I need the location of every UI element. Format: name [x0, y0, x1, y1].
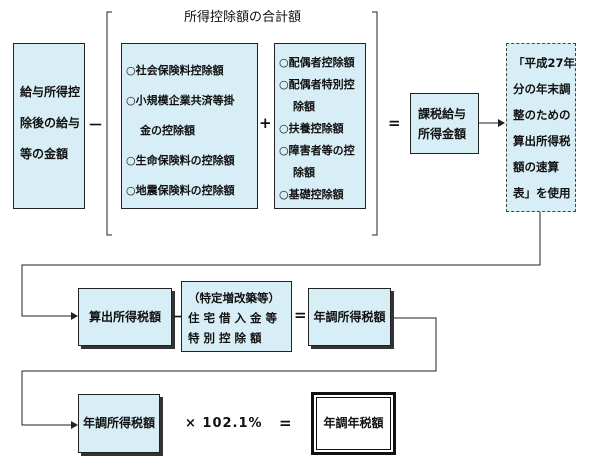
table-line-1: 「平成27年	[513, 56, 576, 70]
family-line-3: 除額	[293, 100, 315, 113]
income-after-deduction-box: 給与所得控 除後の給与 等の金額	[13, 43, 85, 209]
family-line-5: ○障害者等の控	[279, 144, 355, 157]
housing-line-3: 特 別 控 除 額	[188, 331, 262, 345]
insurance-line-3: 金の控除額	[140, 124, 195, 137]
equals-operator-3: =	[279, 414, 292, 432]
final-annual-tax-box: 年調年税額	[311, 392, 396, 455]
family-line-1: ○配偶者控除額	[279, 56, 355, 69]
computed-tax-label: 算出所得税額	[88, 309, 161, 324]
taxable-line-2: 所得金額	[418, 127, 467, 141]
sum-title: 所得控除額の合計額	[184, 10, 302, 25]
table-line-2: 分の年末調	[513, 82, 571, 96]
housing-line-2: 住 宅 借 入 金 等	[188, 311, 278, 325]
family-line-2: ○配偶者特別控	[279, 78, 355, 91]
annual-tax-label-2: 年調所得税額	[82, 416, 155, 431]
table-line-3: 整のための	[513, 108, 571, 122]
income-line-3: 等の金額	[20, 147, 69, 161]
income-line-1: 給与所得控	[20, 85, 81, 99]
table-line-5: 額の速算	[513, 160, 559, 174]
family-line-6: 除額	[293, 166, 315, 179]
taxable-line-1: 課税給与	[418, 107, 467, 121]
quick-calc-table-box: 「平成27年 分の年末調 整のための 算出所得税 額の速算 表」を使用	[506, 43, 576, 212]
plus-operator: +	[259, 114, 272, 132]
table-line-4: 算出所得税	[513, 134, 571, 148]
housing-line-1: （特定増改築等）	[188, 291, 280, 305]
family-line-4: ○扶養控除額	[279, 122, 344, 135]
minus-operator: －	[88, 116, 104, 134]
taxable-income-box: 課税給与 所得金額	[410, 93, 479, 154]
insurance-line-1: ○社会保険料控除額	[126, 64, 224, 77]
family-deduction-box: ○配偶者控除額 ○配偶者特別控 除額 ○扶養控除額 ○障害者等の控 除額 ○基礎…	[274, 43, 366, 209]
computed-tax-box: 算出所得税額	[78, 288, 172, 346]
insurance-deduction-box: ○社会保険料控除額 ○小規模企業共済等掛 金の控除額 ○生命保険料の控除額 ○地…	[121, 43, 258, 209]
equals-operator-2: =	[294, 306, 307, 324]
family-line-7: ○基礎控除額	[279, 188, 344, 201]
multiplier-text: × 102.1%	[185, 416, 263, 431]
equals-operator-1: =	[388, 114, 401, 132]
insurance-line-4: ○生命保険料の控除額	[126, 154, 235, 167]
annual-tax-box-2: 年調所得税額	[78, 394, 160, 453]
annual-tax-box: 年調所得税額	[308, 288, 391, 346]
income-line-2: 除後の給与	[20, 116, 81, 130]
insurance-line-2: ○小規模企業共済等掛	[126, 94, 235, 107]
housing-loan-deduction-box: （特定増改築等） 住 宅 借 入 金 等 特 別 控 除 額	[181, 281, 292, 352]
final-annual-tax-label: 年調年税額	[323, 416, 384, 431]
table-line-6: 表」を使用	[513, 186, 571, 200]
annual-tax-label: 年調所得税額	[313, 309, 386, 324]
insurance-line-5: ○地震保険料の控除額	[126, 184, 235, 197]
